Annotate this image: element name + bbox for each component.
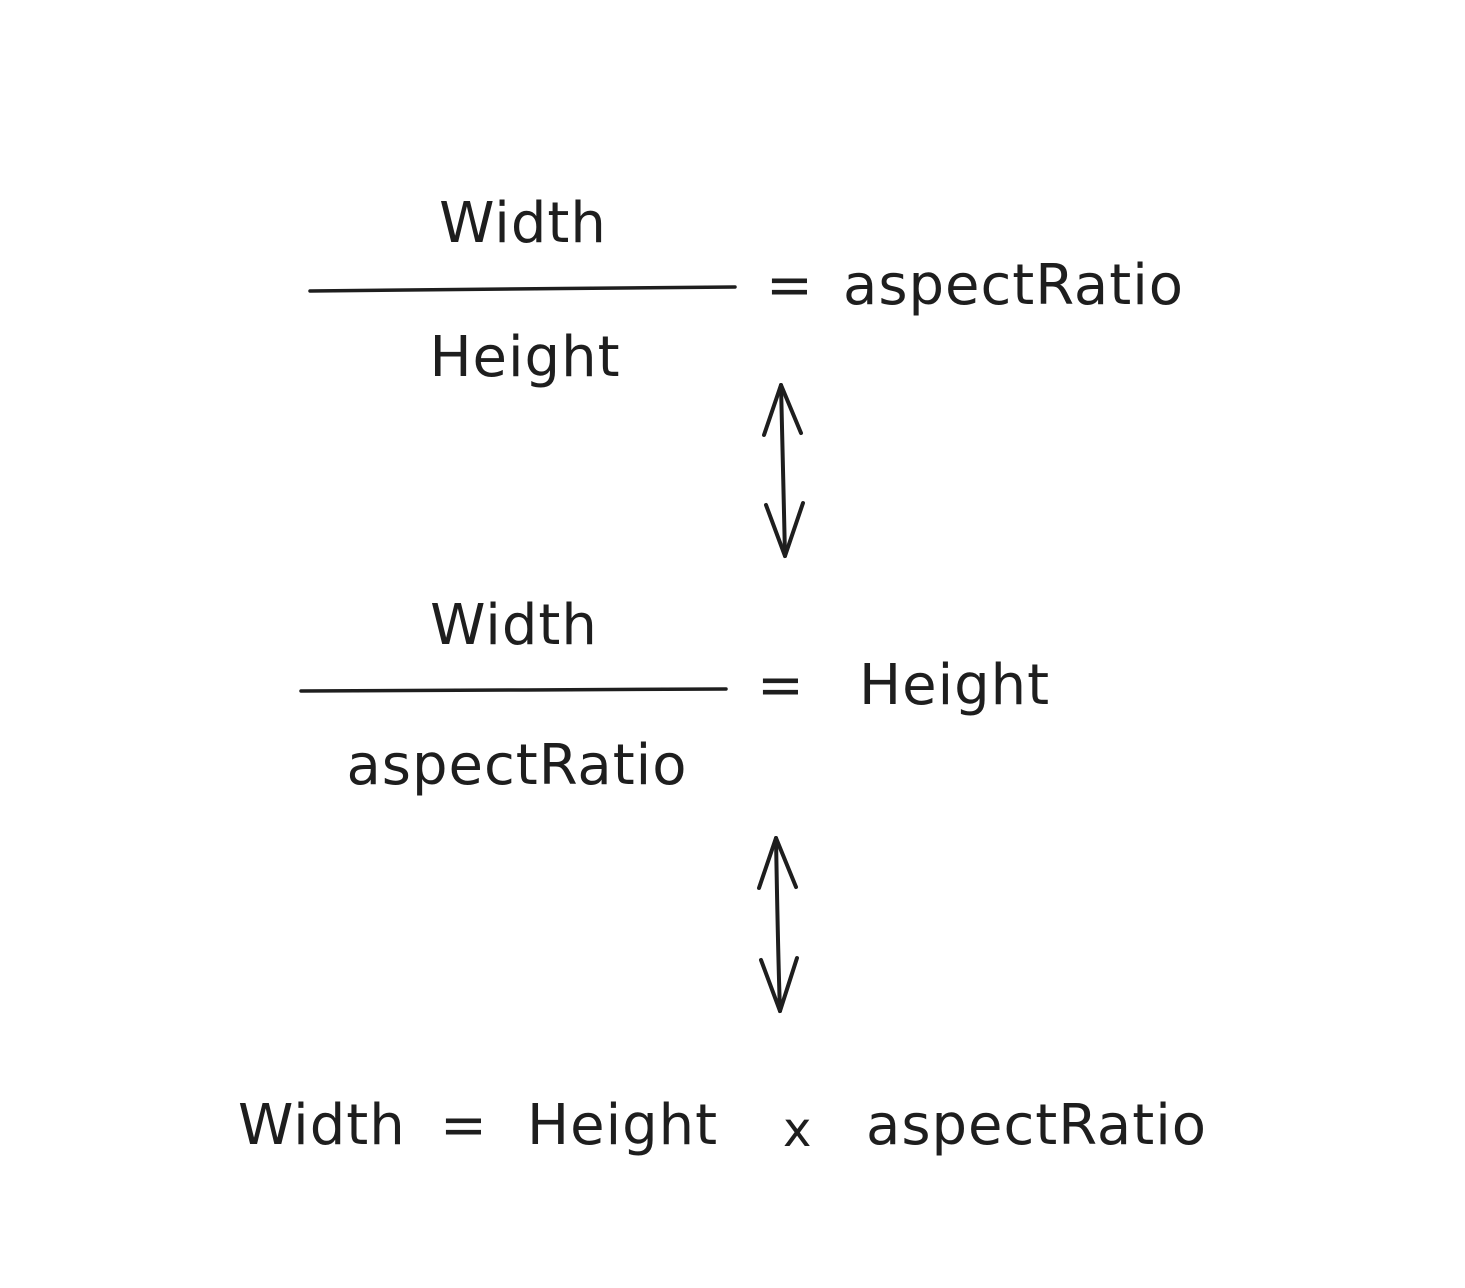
equation2-equals: = (757, 653, 805, 718)
equation3-lhs: Width (238, 1093, 406, 1158)
equation2-result: Height (859, 653, 1051, 718)
equation3-term1: Height (527, 1093, 719, 1158)
fraction-bar-1 (308, 285, 737, 293)
equation2-denominator: aspectRatio (346, 733, 688, 798)
equation1-equals: = (766, 253, 814, 318)
equation1-denominator: Height (429, 325, 621, 390)
equation2-numerator: Width (430, 593, 598, 658)
equation3-equals: = (440, 1093, 488, 1158)
double-arrow-icon (757, 836, 799, 1013)
equation1-result: aspectRatio (843, 253, 1185, 318)
fraction-bar-2 (299, 687, 728, 693)
equation3-operator: x (783, 1102, 813, 1158)
double-arrow-icon (762, 383, 805, 558)
equation1-numerator: Width (439, 191, 607, 256)
equation3-term2: aspectRatio (866, 1093, 1208, 1158)
